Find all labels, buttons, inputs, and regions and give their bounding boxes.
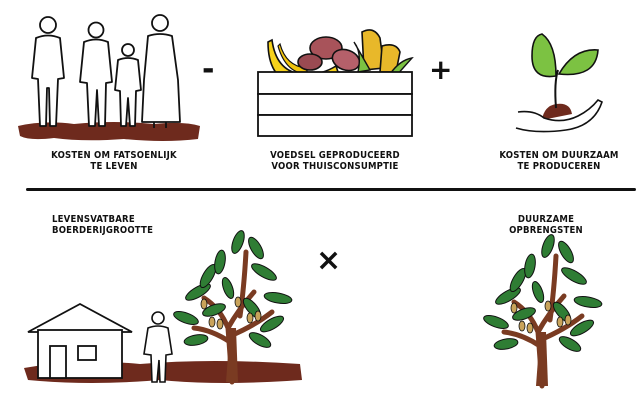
plus-operator: + <box>429 53 453 86</box>
food-crate-icon <box>257 29 414 137</box>
person-icon <box>143 311 173 383</box>
section-divider <box>26 188 636 191</box>
house-icon <box>27 302 133 379</box>
cocoa-tree-icon <box>483 234 603 389</box>
times-operator: × <box>316 243 342 278</box>
cocoa-tree-icon <box>173 230 293 385</box>
farm-scene <box>24 302 302 383</box>
seedling-in-hand-icon <box>515 33 603 133</box>
minus-operator: - <box>202 52 215 87</box>
family-icon <box>18 14 200 141</box>
